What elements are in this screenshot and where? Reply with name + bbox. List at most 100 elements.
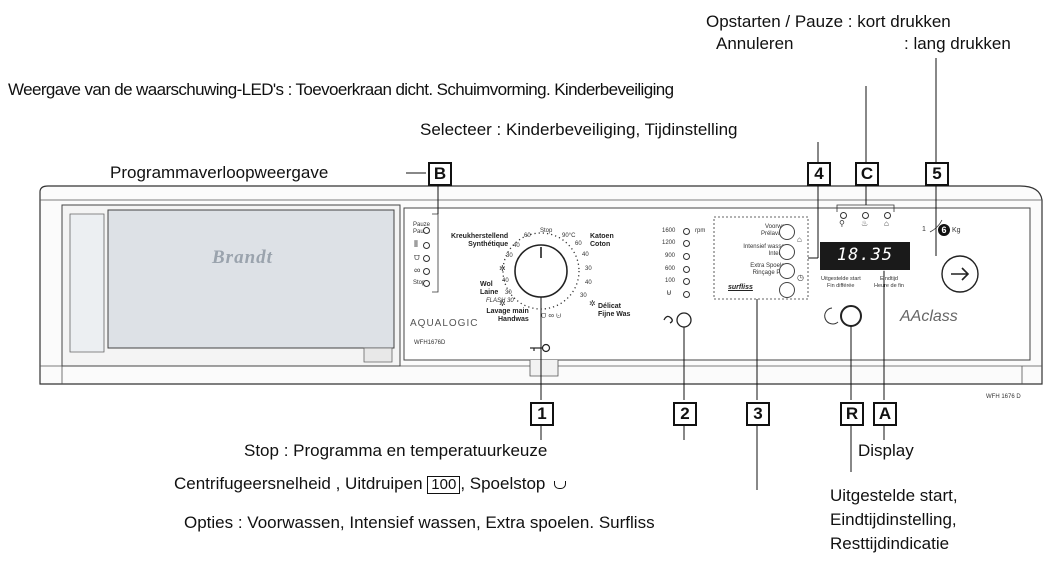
end-time-caption-fr: Heure de fin	[874, 283, 904, 289]
annotation-program-progress: Programmaverloopweergave	[110, 163, 329, 182]
kg-unit: Kg	[952, 227, 961, 234]
reference-label: WFH 1676 D	[986, 394, 1021, 400]
spin-speed-text: Centrifugeersnelheid , Uitdruipen	[174, 474, 423, 493]
dial-30-lower: 30	[505, 290, 512, 296]
annotation-end-time: Eindtijdinstelling,	[830, 510, 957, 529]
dial-30-left: 30	[506, 253, 513, 259]
spin-button	[676, 312, 692, 328]
option-intensief-fr: Intensif	[716, 251, 788, 258]
annotation-remaining: Resttijdindicatie	[830, 534, 950, 553]
dial-snowflake-right-icon: ✲	[589, 299, 596, 308]
dial-kreuk-fr: Synthétique	[468, 241, 509, 248]
dial-30-right: 30	[585, 266, 592, 272]
dial-wol-nl: Wol	[480, 281, 493, 288]
foam-icon: ♨	[861, 219, 869, 228]
tag-1: 1	[530, 402, 554, 426]
option-surfliss-label: surfliss	[728, 284, 753, 291]
rinse-icon: ⩌	[414, 252, 420, 262]
dial-snowflake-lower-icon: ✲	[499, 299, 506, 308]
dial-wool-label: Wol Laine	[480, 281, 498, 297]
option-intensief-button[interactable]	[779, 244, 795, 260]
annotation-select: Selecteer : Kinderbeveiliging, Tijdinste…	[420, 120, 738, 139]
led-stop	[423, 280, 430, 287]
time-display: 18.35	[820, 242, 910, 270]
annotation-start-pause: Opstarten / Pauze : kort drukken	[706, 12, 951, 31]
dial-delicat-fr: Délicat	[598, 303, 621, 310]
tag-a: A	[873, 402, 897, 426]
child-lock-icon: ⌂	[797, 235, 802, 244]
spin-progress-icon: ∞	[414, 265, 421, 275]
tag-r: R	[840, 402, 864, 426]
option-extra-nl: Extra Spoelen	[750, 263, 788, 269]
tag-c: C	[855, 162, 879, 186]
spin-speed-1600: 1600	[662, 228, 676, 234]
panel-lip	[529, 360, 559, 377]
dial-kreuk-nl: Kreukherstellend	[451, 233, 509, 240]
dial-delicate-label: Délicat Fijne Was	[598, 303, 630, 319]
option-surfliss-button[interactable]	[779, 282, 795, 298]
option-extra-label: Extra Spoelen Rinçage Plus	[728, 263, 788, 277]
dial-wol-fr: Laine	[480, 289, 499, 296]
option-voorwas-fr: Prélavage	[760, 231, 788, 237]
progress-stop-label: Stop	[413, 280, 426, 286]
dial-drain-icons: ⩌ ∞ ⊍	[541, 311, 561, 320]
spin-speed-600: 600	[665, 266, 676, 272]
dial-40-left: 40	[513, 243, 520, 249]
dial-handwash-label: Lavage main Handwas	[486, 308, 529, 324]
annotation-spin-speed: Centrifugeersnelheid , Uitdruipen 100, S…	[174, 474, 567, 494]
dial-delicat-nl: Fijne Was	[598, 311, 631, 318]
clock-icon: ◷	[797, 273, 804, 282]
dial-60-left: 60	[524, 233, 531, 239]
tap-icon: ⚲	[839, 219, 845, 228]
option-voorwas-button[interactable]	[779, 224, 795, 240]
led-child-lock	[884, 212, 891, 219]
dial-lavage-nl: Handwas	[498, 316, 529, 323]
annotation-warning-leds: Weergave van de waarschuwing-LED's : Toe…	[8, 80, 674, 99]
tag-5: 5	[925, 162, 949, 186]
option-extra-button[interactable]	[779, 263, 795, 279]
dial-30-bottom: 30	[580, 293, 587, 299]
dial-katoen-nl: Katoen	[590, 233, 614, 240]
drawer-tab	[363, 347, 393, 363]
spin-stop-icon	[554, 480, 567, 489]
annotation-stop-program: Stop : Programma en temperatuurkeuze	[244, 441, 548, 460]
child-lock-led-icon: ⌂	[884, 219, 889, 228]
option-extra-fr: Rinçage Plus	[752, 270, 788, 276]
drawer-front	[107, 209, 395, 349]
end-time-caption-nl: Eindtijd	[879, 276, 898, 282]
brand-logo: Brandt	[212, 247, 273, 268]
led-spin	[423, 268, 430, 275]
led-spin-1200	[683, 240, 690, 247]
machine-base	[61, 366, 1023, 384]
rinse-stop-icon: ⊍	[666, 288, 672, 297]
spin-speed-1200: 1200	[662, 240, 676, 246]
led-rinse	[423, 255, 430, 262]
annotation-long-press: : lang drukken	[904, 34, 1011, 53]
dial-60-right: 60	[575, 241, 582, 247]
dial-40-right: 40	[582, 252, 589, 258]
kg-prefix: 1	[922, 226, 926, 233]
progress-bracket	[432, 213, 439, 293]
spin-speed-900: 900	[665, 253, 676, 259]
led-spin-900	[683, 253, 690, 260]
dial-90: 90°C	[562, 233, 576, 239]
dial-snowflake-left-icon: ✲	[499, 264, 506, 273]
dial-flash: FLASH 30'	[486, 298, 515, 304]
annotation-display: Display	[858, 441, 914, 460]
dial-katoen-fr: Coton	[590, 241, 611, 248]
progress-pause-label-fr: Pause	[413, 229, 431, 235]
annotation-options: Opties : Voorwassen, Intensief wassen, E…	[184, 513, 655, 532]
led-spin-100	[683, 278, 690, 285]
tag-3: 3	[746, 402, 770, 426]
annotation-delayed-start: Uitgestelde start,	[830, 486, 958, 505]
led-pause	[423, 227, 430, 234]
kg-curve	[929, 219, 943, 233]
kg-badge: 6	[938, 224, 950, 236]
drawer-handle	[69, 213, 105, 353]
led-spin-600	[683, 266, 690, 273]
tag-b: B	[428, 162, 452, 186]
delayed-start-caption-fr: Fin différée	[827, 283, 855, 289]
energy-class-logo: AAclass	[900, 308, 958, 325]
spin-unit: rpm	[695, 228, 706, 234]
led-wash	[423, 242, 430, 249]
